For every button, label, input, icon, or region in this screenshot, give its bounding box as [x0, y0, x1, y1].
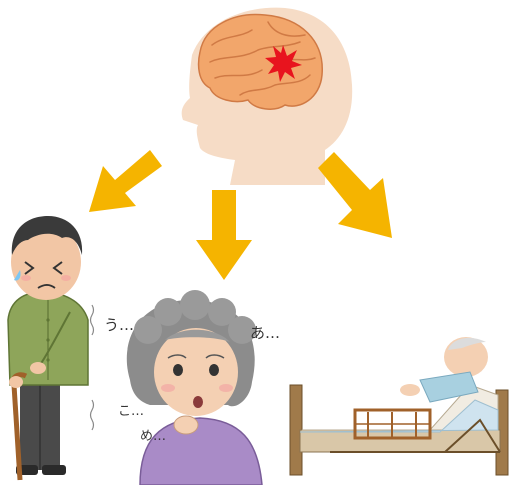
- speech-sound-ko: こ…: [118, 404, 144, 419]
- elderly-woman-speech-difficulty-icon: う… あ… こ… め…: [104, 290, 280, 485]
- brain-icon: [199, 15, 323, 110]
- man-with-cane-icon: [8, 216, 94, 480]
- arrow-down-left-icon: [89, 150, 162, 212]
- speech-sound-a: あ…: [250, 324, 280, 342]
- speech-sound-u: う…: [104, 316, 134, 334]
- arrow-down-right-icon: [318, 152, 392, 238]
- head-brain-figure: [182, 8, 353, 185]
- arrow-down-icon: [196, 190, 252, 280]
- speech-sound-me: め…: [140, 429, 166, 444]
- bedridden-patient-icon: [290, 337, 508, 475]
